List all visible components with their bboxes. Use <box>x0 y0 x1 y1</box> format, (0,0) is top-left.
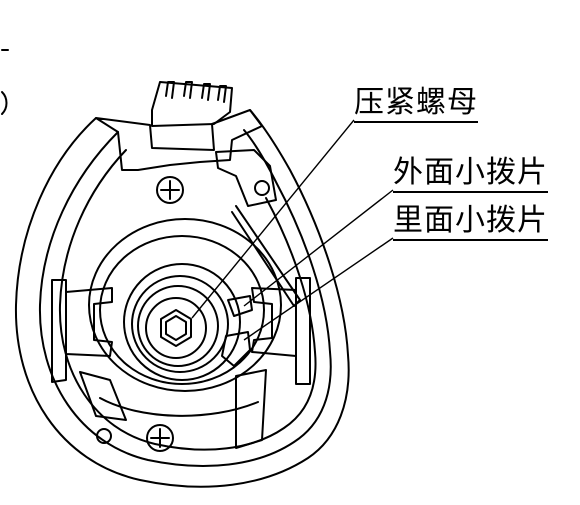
cam-ring-inner <box>99 235 265 385</box>
left-plate-guide <box>51 279 67 383</box>
connector-pin-1 <box>165 81 175 99</box>
hex-socket <box>160 309 192 347</box>
lower-rib-left <box>79 371 127 421</box>
leader-line-inner <box>243 237 394 341</box>
housing-inner-wall <box>38 129 332 467</box>
bracket-hole <box>254 180 270 196</box>
top-screw-head <box>156 176 184 204</box>
housing-inner-wall-2 <box>58 149 317 451</box>
right-bracket <box>215 149 277 207</box>
left-fragment-2 <box>1 91 8 115</box>
connector-pin-2 <box>183 81 193 99</box>
lower-rib-right <box>235 369 267 449</box>
left-slide-plate <box>65 287 113 357</box>
top-rim <box>95 109 263 171</box>
right-plate-guide <box>295 277 311 385</box>
hex-socket-inner <box>165 315 187 341</box>
bottom-screw-head <box>146 424 174 452</box>
cam-ring-outer <box>88 218 282 392</box>
callout-outer-thumb-plate: 外面小拨片 <box>393 158 548 193</box>
bearing-race <box>131 275 229 373</box>
connector-block <box>151 81 233 127</box>
top-screw-slot <box>160 180 180 200</box>
housing-outline <box>14 109 350 488</box>
callout-inner-thumb-plate: 里面小拨片 <box>393 206 548 241</box>
hub-body <box>137 285 219 367</box>
bottom-arc <box>99 397 259 417</box>
inner-thumb-plate <box>221 331 251 367</box>
callout-compression-nut: 压紧螺母 <box>354 88 478 123</box>
outer-thumb-plate <box>227 295 253 317</box>
leader-line-outer <box>243 189 394 307</box>
connector-pin-3 <box>201 83 211 101</box>
nut-flange <box>145 297 207 359</box>
small-hole <box>96 428 112 444</box>
leader-line-nut <box>191 119 355 319</box>
bearing-outer <box>123 263 241 381</box>
connector-pin-4 <box>217 85 227 103</box>
bottom-screw-slot <box>150 428 170 448</box>
